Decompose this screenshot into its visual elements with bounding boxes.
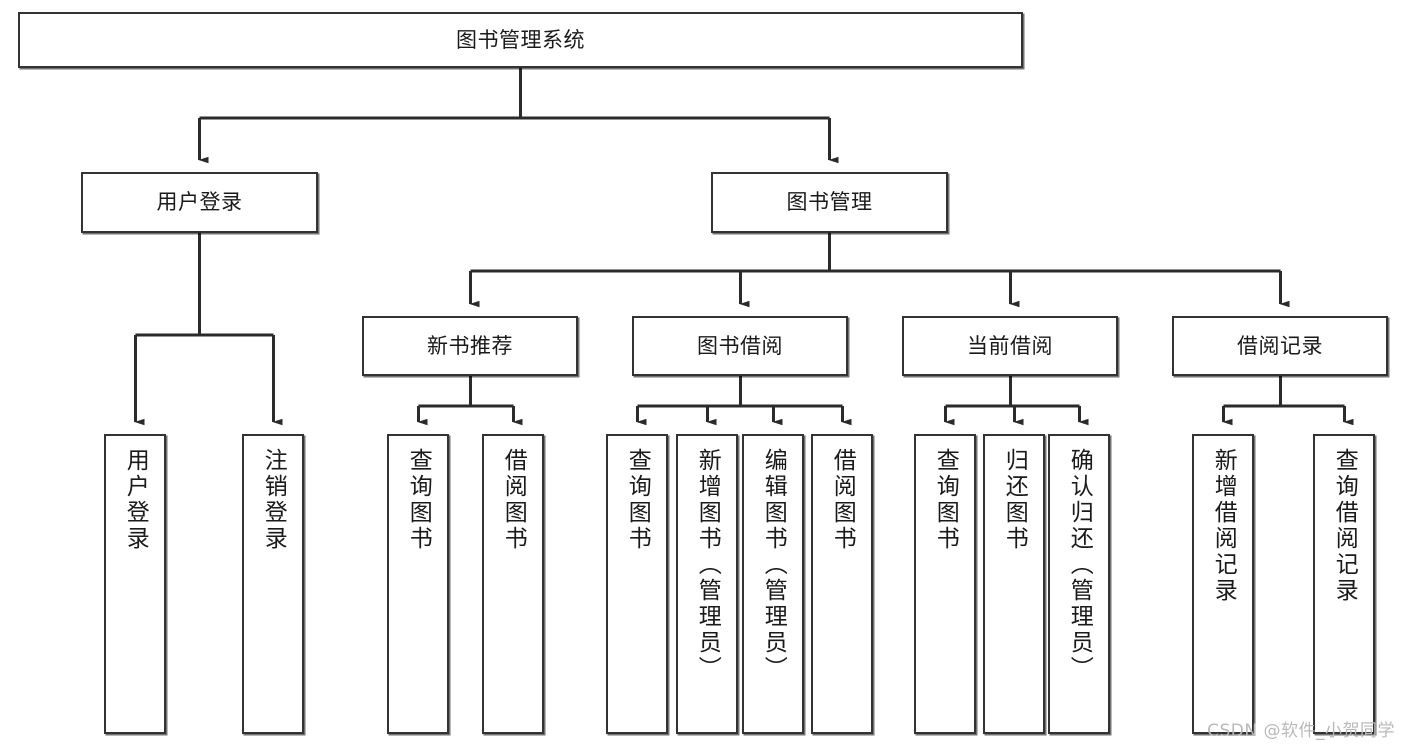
node-leaf[interactable]: 编辑图书（管理员）: [742, 434, 804, 734]
node-leaf[interactable]: 借阅图书: [482, 434, 544, 734]
node-leaf[interactable]: 借阅图书: [811, 434, 873, 734]
node-root-label: 图书管理系统: [456, 27, 585, 52]
node-leaf[interactable]: 确认归还（管理员）: [1048, 434, 1110, 734]
node-leaf-label: 用户登录: [122, 448, 149, 552]
node-level3[interactable]: 借阅记录: [1172, 316, 1388, 376]
node-level3[interactable]: 新书推荐: [362, 316, 578, 376]
node-level3-label: 当前借阅: [967, 333, 1053, 358]
node-leaf[interactable]: 查询借阅记录: [1313, 434, 1375, 734]
node-leaf-label: 查询图书: [624, 448, 651, 552]
node-leaf-label: 查询图书: [405, 448, 432, 552]
node-level2-label: 图书管理: [786, 190, 873, 215]
node-leaf-label: 确认归还（管理员）: [1066, 448, 1093, 682]
node-leaf[interactable]: 新增借阅记录: [1192, 434, 1254, 734]
node-root[interactable]: 图书管理系统: [18, 12, 1023, 68]
node-leaf[interactable]: 查询图书: [606, 434, 668, 734]
node-leaf-label: 查询图书: [932, 448, 959, 552]
node-level3-label: 新书推荐: [427, 333, 513, 358]
node-leaf-label: 归还图书: [1001, 448, 1028, 552]
node-leaf-label: 借阅图书: [829, 448, 856, 552]
node-leaf-label: 新增图书（管理员）: [694, 448, 721, 682]
node-leaf[interactable]: 归还图书: [983, 434, 1045, 734]
node-level2[interactable]: 图书管理: [711, 172, 948, 233]
node-leaf-label: 借阅图书: [500, 448, 527, 552]
node-level3-label: 图书借阅: [697, 333, 783, 358]
node-leaf-label: 注销登录: [260, 448, 287, 552]
node-leaf-label: 新增借阅记录: [1210, 448, 1237, 604]
node-leaf[interactable]: 新增图书（管理员）: [676, 434, 738, 734]
node-leaf[interactable]: 用户登录: [104, 434, 166, 734]
node-leaf[interactable]: 查询图书: [387, 434, 449, 734]
node-leaf-label: 查询借阅记录: [1331, 448, 1358, 604]
node-leaf[interactable]: 查询图书: [914, 434, 976, 734]
node-level3[interactable]: 图书借阅: [632, 316, 848, 376]
node-level3-label: 借阅记录: [1237, 333, 1323, 358]
node-level3[interactable]: 当前借阅: [902, 316, 1118, 376]
node-level2-label: 用户登录: [156, 190, 243, 215]
node-level2[interactable]: 用户登录: [81, 172, 318, 233]
node-leaf-label: 编辑图书（管理员）: [760, 448, 787, 682]
node-leaf[interactable]: 注销登录: [242, 434, 304, 734]
